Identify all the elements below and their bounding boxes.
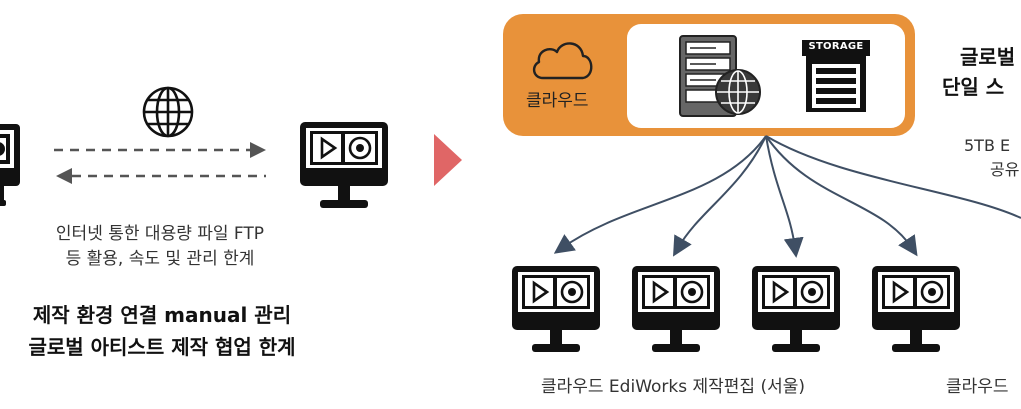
left-caption-line1: 인터넷 통한 대용량 파일 FTP [55,224,265,244]
right-title-line2: 단일 스 [942,75,1005,99]
next-caption-partial: 클라우드 [946,377,1009,397]
transition-arrow-icon [434,134,462,186]
monitor-icon-left-partial [0,124,20,206]
right-sub-line2: 공유 [990,160,1020,179]
cloud-label: 클라우드 [526,91,589,111]
left-caption-line2: 등 활용, 속도 및 관리 한계 [65,249,255,269]
globe-icon [142,86,194,138]
server-globe-icon [679,35,761,117]
ftp-transfer-arrows [54,142,266,184]
distribution-connectors [553,135,1021,258]
storage-label: STORAGE [808,41,864,52]
monitor-icon-3 [752,266,840,352]
monitor-icon-2 [632,266,720,352]
storage-icon [802,40,870,112]
left-headline-line2: 글로벌 아티스트 제작 협업 한계 [28,335,296,359]
monitor-icon-4 [872,266,960,352]
cloud-icon [532,42,593,80]
monitor-icon-editing-station [300,122,388,208]
monitor-icon-1 [512,266,600,352]
seoul-caption: 클라우드 EdiWorks 제작편집 (서울) [540,377,806,397]
right-title-line1: 글로벌 [960,45,1016,69]
right-sub-line1: 5TB E [964,136,1011,155]
left-headline-line1: 제작 환경 연결 manual 관리 [32,303,292,327]
